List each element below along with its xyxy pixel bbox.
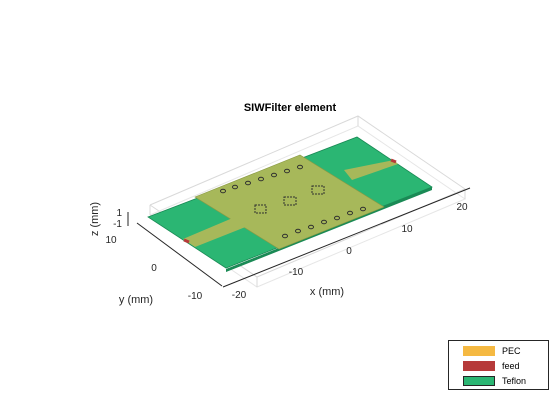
pec-taper-left bbox=[183, 217, 248, 247]
feed-swatch-icon bbox=[463, 361, 495, 371]
via-holes bbox=[220, 164, 366, 239]
z-ticks: -1 1 bbox=[113, 208, 122, 230]
pec-swatch-icon bbox=[463, 346, 495, 356]
x-axis-label: x (mm) bbox=[310, 286, 344, 298]
pec-layer bbox=[183, 154, 398, 250]
teflon-swatch-icon bbox=[463, 376, 495, 386]
legend-item-pec: PEC bbox=[449, 344, 548, 358]
axis-lines bbox=[127, 187, 471, 288]
y-tick-label: 0 bbox=[151, 263, 157, 274]
legend: PEC feed Teflon bbox=[448, 340, 549, 390]
legend-label: Teflon bbox=[502, 376, 527, 386]
legend-item-feed: feed bbox=[449, 359, 548, 373]
legend-label: PEC bbox=[502, 346, 521, 356]
feed-left bbox=[183, 238, 190, 244]
x-tick-label: 0 bbox=[346, 246, 352, 257]
pec-taper-right bbox=[344, 160, 398, 180]
plot-title: SIWFilter element bbox=[244, 102, 337, 114]
y-tick-label: 10 bbox=[105, 235, 117, 246]
x-tick-label: 20 bbox=[456, 202, 468, 213]
legend-label: feed bbox=[502, 361, 520, 371]
x-tick-label: -20 bbox=[232, 290, 247, 301]
legend-item-teflon: Teflon bbox=[449, 374, 548, 388]
x-tick-label: -10 bbox=[289, 267, 304, 278]
y-axis-label: y (mm) bbox=[119, 294, 153, 306]
z-axis-label: z (mm) bbox=[89, 202, 101, 236]
x-ticks: -20 -10 0 10 20 bbox=[232, 202, 468, 301]
y-ticks: -10 0 10 bbox=[105, 235, 202, 302]
z-tick-label: 1 bbox=[116, 208, 122, 219]
feed-right bbox=[390, 158, 397, 164]
y-tick-label: -10 bbox=[188, 291, 203, 302]
feed-lines bbox=[183, 158, 397, 244]
z-tick-label: -1 bbox=[113, 219, 122, 230]
x-tick-label: 10 bbox=[401, 224, 413, 235]
